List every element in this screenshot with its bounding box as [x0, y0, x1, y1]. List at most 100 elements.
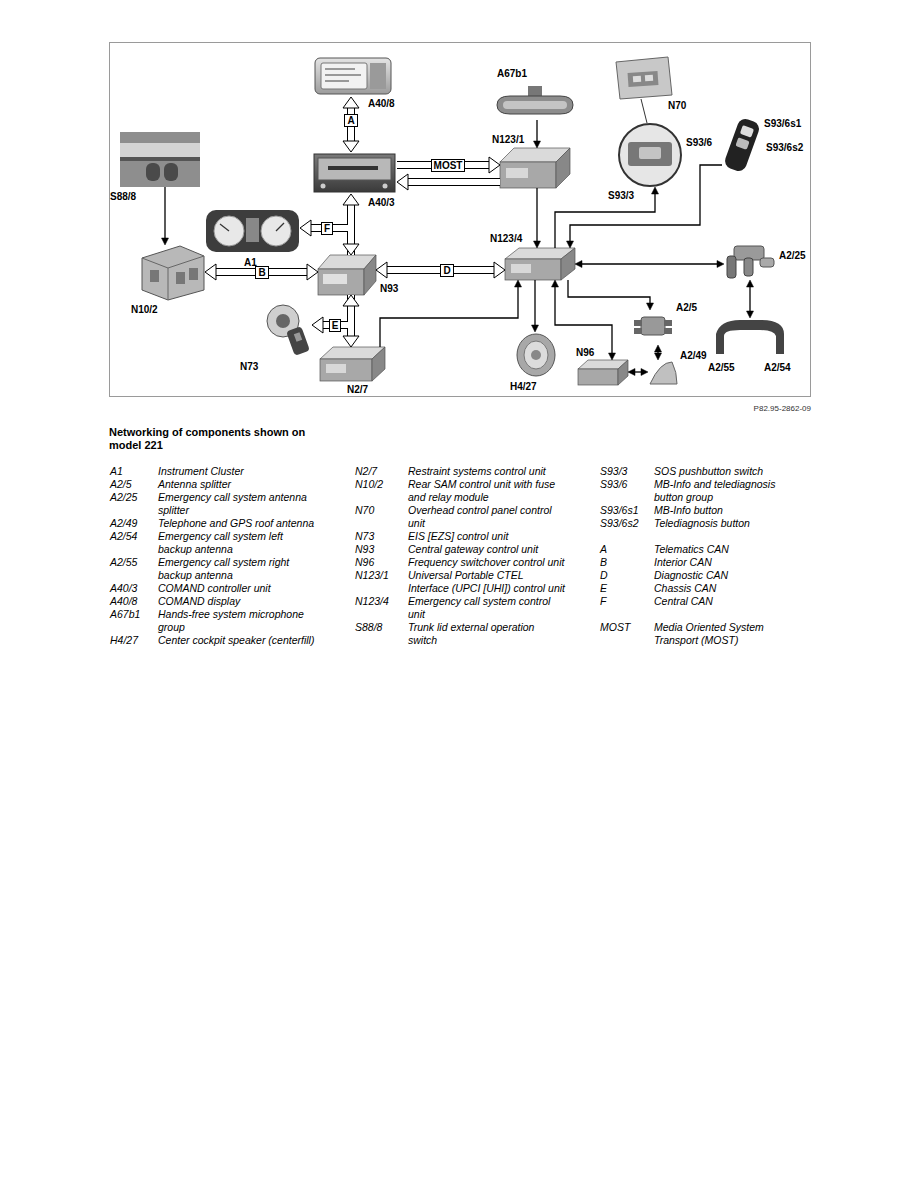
- key-code: S93/6s1: [600, 504, 639, 517]
- illustration-part: [634, 328, 642, 334]
- key-description: Center cockpit speaker (centerfill): [158, 634, 318, 647]
- controller-picture: [314, 154, 395, 192]
- illustration-part: [120, 157, 200, 161]
- part-code: H4/27: [510, 381, 537, 392]
- key-code: D: [600, 569, 608, 582]
- signal-connector: [536, 120, 537, 142]
- component: N2/7: [320, 347, 385, 381]
- component: N123/1: [500, 148, 570, 188]
- part-code: A2/25: [779, 250, 806, 261]
- key-code: N70: [355, 504, 374, 517]
- component: N93: [318, 255, 376, 295]
- illustration-part: [744, 258, 753, 276]
- illustration-part: [735, 137, 749, 150]
- key-description: Hands-free system microphone group: [158, 608, 318, 634]
- control-unit-picture: [318, 255, 376, 295]
- trunk-switch-picture: [120, 132, 200, 187]
- illustration-part: [220, 224, 229, 231]
- illustration-part: [528, 86, 542, 96]
- speaker-picture: [517, 334, 555, 376]
- arrowhead: [575, 261, 582, 268]
- arrowhead: [162, 238, 169, 245]
- key-description: Central gateway control unit: [408, 543, 566, 556]
- key-description: MB-Info button: [654, 504, 804, 517]
- arrowhead: [343, 194, 359, 205]
- part-code: N73: [240, 361, 258, 372]
- component: N96: [578, 360, 628, 385]
- illustration-part: [628, 71, 659, 87]
- key-description: Overhead control panel control unit: [408, 504, 566, 530]
- component: N73: [262, 303, 312, 358]
- part-code: S93/6s1: [764, 118, 801, 129]
- illustration-part: [146, 163, 160, 181]
- illustration-part: [503, 101, 567, 109]
- key-code: N123/1: [355, 569, 389, 582]
- illustration-part: [323, 274, 347, 284]
- mirror-picture: [497, 86, 573, 114]
- illustration-part: [561, 248, 575, 280]
- signal-connector: [555, 286, 612, 354]
- illustration-part: [315, 58, 391, 94]
- fuse-box-picture: [142, 246, 204, 300]
- key-code: A2/55: [110, 556, 137, 569]
- key-description: Emergency call system left backup antenn…: [158, 530, 318, 556]
- key-code: A40/3: [110, 582, 137, 595]
- key-code: N2/7: [355, 465, 377, 478]
- arrowhead-group: [162, 97, 754, 376]
- illustration-part: [150, 270, 159, 282]
- illustration-part: [276, 223, 284, 231]
- arrowhead: [489, 157, 500, 173]
- component: S93/6S93/6s1S93/6s2: [722, 115, 762, 175]
- illustration-part: [497, 96, 573, 114]
- key-description: Telephone and GPS roof antenna: [158, 517, 318, 530]
- arrowhead: [300, 220, 311, 236]
- key-code: S93/6: [600, 478, 627, 491]
- key-description: Universal Portable CTEL Interface (UPCI …: [408, 569, 566, 595]
- component: A1: [205, 208, 300, 253]
- illustration-part: [142, 246, 204, 300]
- arrowhead: [343, 97, 359, 108]
- arrowhead: [343, 141, 359, 152]
- illustration-part: [641, 317, 665, 335]
- illustration-part: [505, 259, 561, 280]
- illustration-part: [628, 142, 672, 166]
- signal-connector: [380, 286, 518, 347]
- backup-antenna-picture: [716, 320, 784, 354]
- illustration-part: [120, 143, 200, 157]
- bus-connector-fill: [407, 179, 500, 185]
- key-code: N73: [355, 530, 374, 543]
- illustration-part: [318, 158, 391, 180]
- arrowhead: [515, 280, 522, 287]
- illustration-part: [616, 57, 672, 99]
- key-code: MOST: [600, 621, 630, 634]
- illustration-part: [664, 320, 672, 326]
- illustration-part: [325, 80, 349, 82]
- key-code: N10/2: [355, 478, 383, 491]
- component: A2/25: [724, 240, 776, 280]
- bus-label: B: [255, 266, 268, 279]
- illustration-part: [716, 320, 784, 354]
- component: N123/4: [505, 248, 575, 280]
- illustration-part: [664, 328, 672, 334]
- key-code: S93/3: [600, 465, 627, 478]
- signal-connector: [581, 263, 718, 264]
- part-code: N70: [668, 100, 686, 111]
- illustration-part: [506, 168, 528, 178]
- illustration-part: [634, 320, 642, 326]
- illustration-part: [645, 75, 653, 82]
- key-code: B: [600, 556, 607, 569]
- component: N10/2: [140, 245, 205, 300]
- illustration-part: [383, 184, 388, 189]
- signal-connector: [568, 280, 650, 304]
- component: A40/3: [312, 152, 397, 194]
- key-description: EIS [EZS] control unit: [408, 530, 566, 543]
- arrowhead: [307, 264, 318, 280]
- illustration-part: [531, 350, 541, 360]
- illustration-part: [325, 68, 355, 70]
- component: A2/55A2/54: [712, 318, 788, 356]
- illustration-part: [364, 255, 376, 295]
- key-description: COMAND controller unit: [158, 582, 318, 595]
- display-picture: [315, 58, 391, 94]
- connector-group: [165, 107, 750, 372]
